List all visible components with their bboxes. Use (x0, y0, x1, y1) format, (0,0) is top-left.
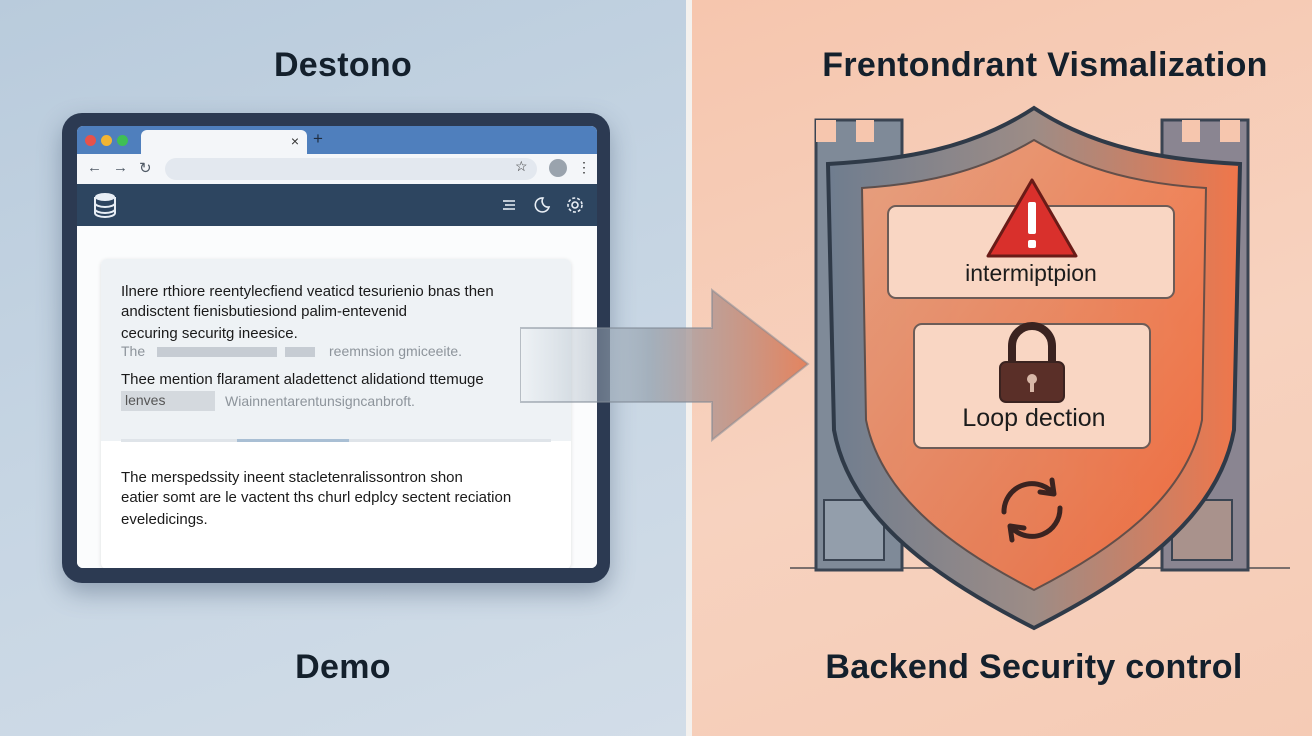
text-line: The merspedssity ineent stacletenralisso… (121, 469, 463, 486)
text-line: eveledicings. (121, 511, 208, 528)
text-line: cecuring securitg ineesice. (121, 325, 298, 342)
page-content: Ilnere rthiore reentylecfiend veaticd te… (77, 226, 597, 568)
browser-tab[interactable]: × (141, 130, 307, 154)
close-window-dot[interactable] (85, 135, 96, 146)
forward-icon[interactable]: → (113, 159, 128, 176)
warning-icon (986, 178, 1078, 258)
tab-close-icon[interactable]: × (290, 133, 299, 149)
tab-bar: × + (77, 126, 597, 154)
progress-fill (237, 439, 349, 442)
menu-kebab-icon[interactable]: ⋮ (577, 159, 591, 175)
refresh-icon (1001, 477, 1063, 543)
chip-label: lenves (121, 391, 215, 411)
faded-text-start: The (121, 343, 146, 359)
address-bar[interactable] (165, 158, 537, 180)
loop-detection-label: Loop dection (962, 404, 1106, 432)
bookmark-star-icon[interactable]: ☆ (515, 158, 528, 174)
list-icon[interactable] (501, 197, 517, 213)
right-caption: Backend Security control (825, 648, 1243, 686)
new-tab-button[interactable]: + (313, 129, 323, 148)
left-title: Destono (273, 46, 413, 84)
text-line: Thee mention flarament aladettenct alida… (121, 371, 484, 388)
text-line: Ilnere rthiore reentylecfiend veaticd te… (121, 283, 494, 300)
text-line: andisctent fienisbutiesiond palim-enteve… (121, 303, 408, 320)
text-line: eatier somt are le vactent ths churl edp… (121, 489, 512, 506)
interruption-label: intermiptpion (965, 260, 1097, 286)
security-shield-illustration (790, 105, 1290, 631)
minimize-window-dot[interactable] (101, 135, 112, 146)
maximize-window-dot[interactable] (117, 135, 128, 146)
app-header-bar (77, 184, 597, 226)
redacted-bar (157, 347, 277, 357)
database-icon (94, 193, 116, 218)
gear-icon[interactable] (565, 195, 585, 215)
faded-text-end: reemnsion gmiceeite. (329, 343, 463, 359)
right-title: Frentondrant Vismalization (822, 46, 1268, 84)
faded-text: Wiainnentarentunsigncanbroft. (225, 393, 415, 409)
content-card: Ilnere rthiore reentylecfiend veaticd te… (101, 259, 571, 568)
lock-icon (999, 322, 1065, 403)
left-caption: Demo (295, 648, 391, 686)
back-icon[interactable]: ← (87, 159, 102, 176)
moon-icon[interactable] (533, 196, 551, 214)
profile-avatar[interactable] (549, 159, 567, 177)
reload-icon[interactable]: ↻ (139, 160, 152, 177)
redacted-bar (285, 347, 315, 357)
transition-arrow-icon (520, 287, 810, 443)
browser-toolbar: ← → ↻ ☆ ⋮ (77, 154, 597, 184)
browser-window: × + ← → ↻ ☆ ⋮ I (77, 126, 597, 568)
